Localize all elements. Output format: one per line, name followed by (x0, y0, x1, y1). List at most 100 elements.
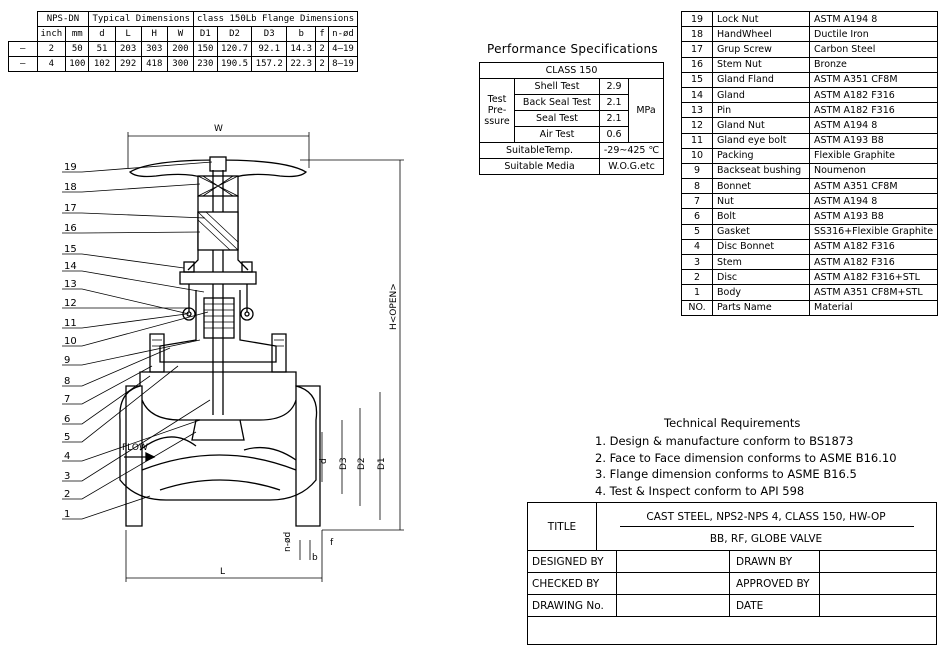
media-value: W.O.G.etc (599, 158, 664, 175)
dim-cell: 100 (65, 56, 90, 72)
test-name: Seal Test (514, 110, 600, 127)
dim-cell: 8–19 (327, 56, 359, 72)
dim-d2: D2 (357, 457, 367, 470)
parts-cell-name: Stem (712, 253, 810, 271)
callout-leader (62, 313, 187, 329)
parts-cell-name: Gland Nut (712, 117, 810, 134)
callout-label: 12 (64, 298, 77, 309)
drawing-no-label: DRAWING No. (532, 600, 604, 612)
dim-nd: n-ød (283, 532, 293, 552)
dim-col: mm (65, 26, 90, 42)
parts-cell-no: 18 (681, 26, 713, 43)
parts-cell-no: 7 (681, 193, 713, 210)
dim-cell: 4 (36, 56, 67, 72)
parts-cell-material: ASTM A194 8 (808, 193, 939, 210)
parts-cell-no: 12 (681, 117, 713, 134)
parts-cell-no: 10 (681, 147, 713, 164)
callout-leader (62, 419, 201, 462)
parts-cell-no: 9 (681, 162, 713, 180)
callout-label: 19 (64, 162, 77, 173)
packing (203, 297, 235, 339)
parts-cell-no: 17 (681, 41, 713, 58)
callout-label: 16 (64, 223, 77, 234)
parts-cell-material: ASTM A193 B8 (808, 208, 939, 225)
dim-cell: 22.3 (286, 56, 317, 72)
callout-label: 18 (64, 182, 77, 193)
callout-label: 17 (64, 203, 77, 214)
callout-leader (62, 339, 201, 366)
list-item: 3. Flange dimension conforms to ASME B16… (595, 467, 857, 481)
callout-label: 13 (64, 279, 77, 290)
dim-d1: D1 (377, 457, 387, 470)
technical-title: Technical Requirements (664, 416, 801, 430)
parts-cell-material: ASTM A182 F316 (808, 86, 939, 104)
parts-cell-no: 4 (681, 238, 713, 256)
parts-cell-name: Pin (712, 102, 810, 119)
parts-cell-name: Backseat bushing (712, 162, 810, 180)
dim-cell: 190.5 (216, 56, 253, 72)
title-line2: BB, RF, GLOBE VALVE (709, 533, 823, 545)
title-block: TITLE CAST STEEL, NPS2-NPS 4, CLASS 150,… (527, 502, 937, 645)
parts-cell-no: 19 (681, 10, 713, 28)
dim-cell: – (8, 56, 38, 72)
dim-d: d (319, 458, 329, 464)
parts-cell-material: SS316+Flexible Graphite (808, 223, 939, 240)
date-label: DATE (736, 600, 764, 612)
test-pressure-line: Test (487, 94, 507, 105)
parts-cell-name: Body (712, 284, 810, 301)
callout-leader (62, 365, 153, 405)
parts-cell-name: Bonnet (712, 178, 810, 195)
callout-leader (62, 161, 213, 173)
lock-nut (209, 156, 227, 172)
drawn-by-label: DRAWN BY (736, 556, 793, 568)
flow-label: FLOW (122, 443, 148, 453)
parts-cell-name: Packing (712, 147, 810, 164)
temp-value: -29~425 ℃ (599, 142, 664, 159)
test-value: 2.1 (599, 94, 629, 111)
callout-leader (62, 431, 197, 500)
parts-cell-material: ASTM A193 B8 (808, 132, 939, 149)
parts-cell-name: Disc Bonnet (712, 238, 810, 256)
globe-valve-drawing: FLOW W L H<OPEN> D1 D2 D3 d n-ød b f 191… (62, 124, 404, 582)
callout-leader (62, 270, 205, 293)
parts-cell-material: ASTM A182 F316 (808, 253, 939, 271)
parts-cell-no: 8 (681, 178, 713, 195)
test-name: Back Seal Test (514, 94, 600, 111)
dim-cell: 102 (88, 56, 116, 72)
test-value: 2.9 (599, 78, 629, 95)
callout-label: 14 (64, 261, 77, 272)
callout-leader (62, 183, 201, 193)
parts-cell-material: ASTM A182 F316 (808, 102, 939, 119)
parts-cell-material: ASTM A182 F316 (808, 238, 939, 256)
dimension-table: NPS-DN Typical Dimensions class 150Lb Fl… (8, 11, 359, 72)
parts-cell-no: 15 (681, 71, 713, 88)
callout-leader (62, 212, 206, 219)
parts-cell-no: 6 (681, 208, 713, 225)
dim-h: H<OPEN> (389, 283, 399, 330)
test-name: Air Test (514, 126, 600, 143)
parts-cell-name: Gland Fland (712, 71, 810, 88)
callout-leader (62, 347, 171, 387)
test-name: Shell Test (514, 78, 600, 95)
gland-flange (179, 271, 257, 285)
parts-cell-name: Nut (712, 193, 810, 210)
callout-leader (62, 375, 151, 425)
callout-label: 2 (64, 489, 70, 500)
callout-leader (62, 288, 190, 315)
parts-header-material: Material (808, 299, 939, 316)
parts-cell-no: 13 (681, 102, 713, 119)
callout-label: 1 (64, 509, 70, 520)
test-pressure-line: ssure (484, 116, 510, 127)
test-pressure-line: Pre- (487, 105, 507, 116)
parts-cell-material: ASTM A351 CF8M (808, 71, 939, 88)
